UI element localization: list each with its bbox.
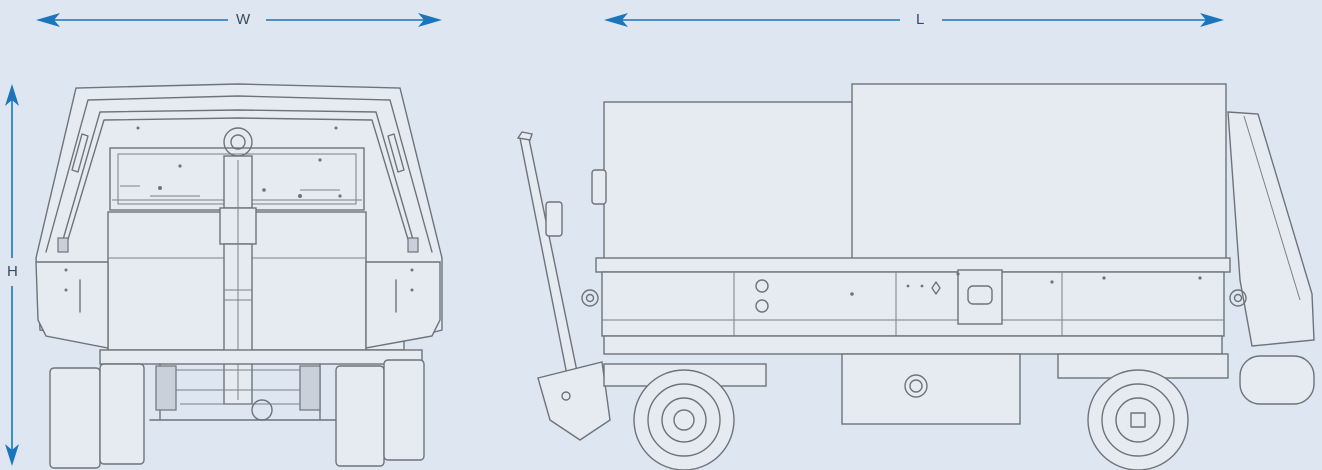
width-dimension-arrow — [36, 13, 442, 27]
width-label: W — [232, 11, 255, 29]
length-label: L — [912, 11, 929, 29]
side-view — [516, 83, 1315, 470]
length-dimension-arrow — [604, 13, 1224, 27]
front-view — [35, 83, 443, 469]
height-label: H — [3, 263, 22, 281]
height-dimension-arrow — [5, 84, 19, 466]
